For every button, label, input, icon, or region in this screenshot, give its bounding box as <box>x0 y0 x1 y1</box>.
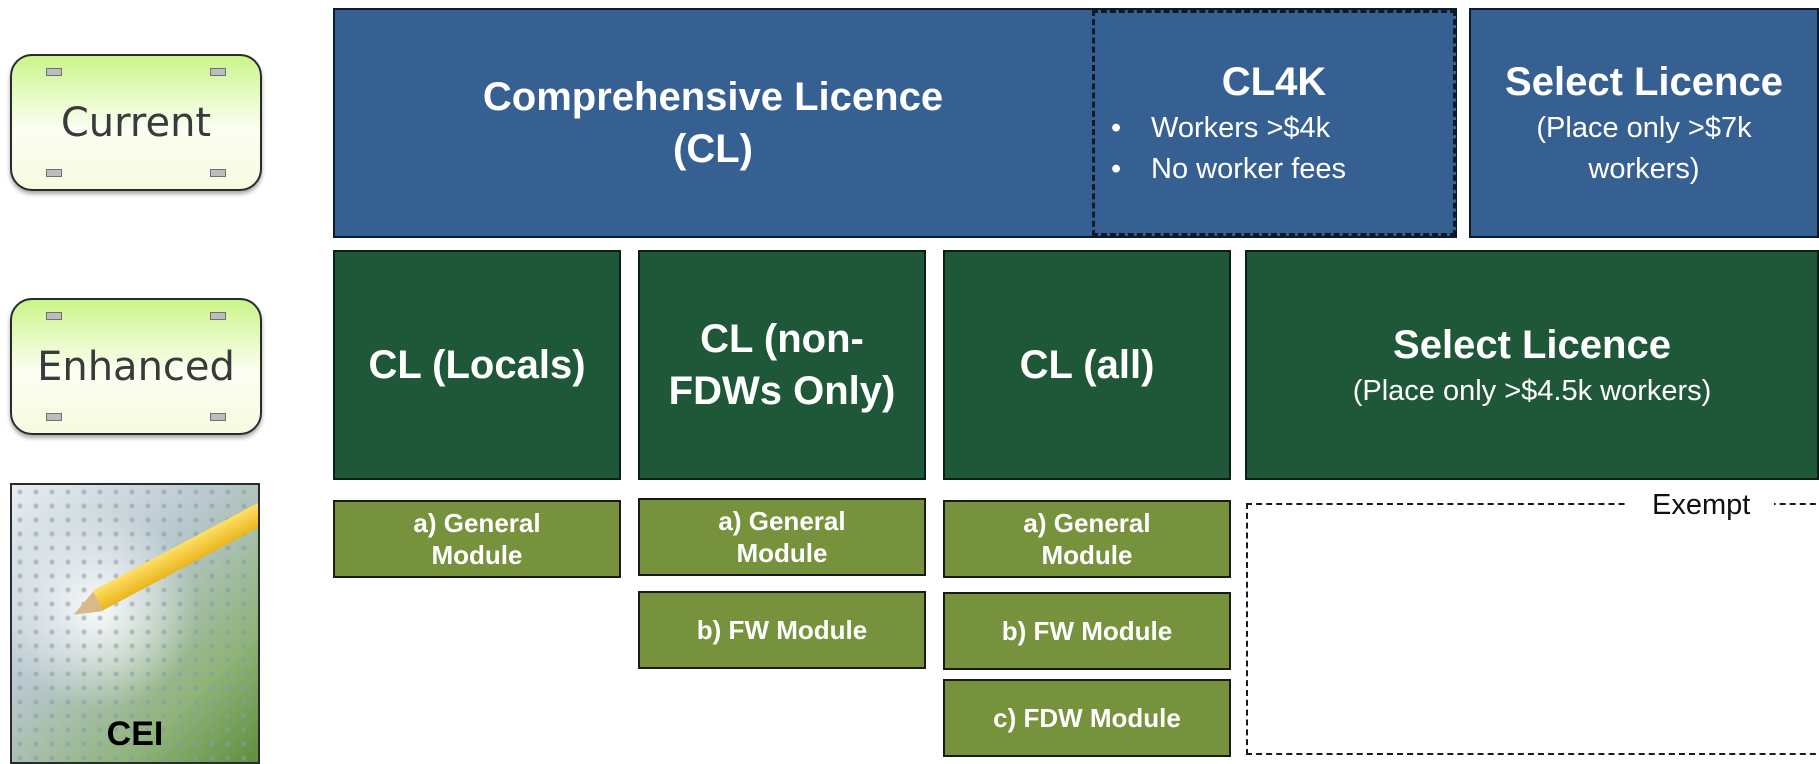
select-licence-enhanced-box: Select Licence (Place only >$4.5k worker… <box>1245 250 1819 480</box>
cl-locals-box: CL (Locals) <box>333 250 621 480</box>
module-general-locals: a) General Module <box>333 500 621 578</box>
module-general-all: a) General Module <box>943 500 1231 578</box>
select-licence-current-sub-2: workers) <box>1588 153 1700 185</box>
cl4k-bullet-list: Workers >$4k No worker fees <box>1095 108 1346 189</box>
cl-locals-title: CL (Locals) <box>368 343 586 387</box>
enhanced-label: Enhanced <box>37 343 235 390</box>
cl4k-title: CL4K <box>1221 60 1327 105</box>
exempt-region: Exempt <box>1246 489 1819 755</box>
comprehensive-licence-text: Comprehensive Licence (CL) <box>333 8 1093 238</box>
cl4k-box: CL4K Workers >$4k No worker fees <box>1092 10 1456 236</box>
select-licence-enhanced-sub: (Place only >$4.5k workers) <box>1352 374 1712 407</box>
module-fw-label: b) FW Module <box>696 614 868 645</box>
module-fdw-all: c) FDW Module <box>943 679 1231 757</box>
select-licence-current-box: Select Licence (Place only >$7k workers) <box>1469 8 1819 238</box>
module-general-line2: Module <box>431 540 523 570</box>
cl-title-line1: Comprehensive Licence <box>482 75 944 119</box>
select-licence-current-title: Select Licence <box>1505 60 1783 105</box>
module-general-line1: a) General <box>1023 507 1151 538</box>
cl4k-bullet-2: No worker fees <box>1095 149 1346 190</box>
rivet-icon <box>210 169 226 177</box>
module-fdw-label: c) FDW Module <box>993 702 1181 733</box>
rivet-icon <box>46 169 62 177</box>
enhanced-tag: Enhanced <box>10 298 262 435</box>
select-licence-current-sub-1: (Place only >$7k <box>1536 112 1752 145</box>
cl-all-box: CL (all) <box>943 250 1231 480</box>
select-licence-enhanced-title: Select Licence <box>1393 322 1671 367</box>
module-general-line2: Module <box>1041 540 1133 570</box>
module-general-line2: Module <box>736 538 828 568</box>
rivet-icon <box>46 68 62 76</box>
rivet-icon <box>210 68 226 76</box>
rivet-icon <box>210 413 226 421</box>
current-label: Current <box>60 99 212 146</box>
cei-label: CEI <box>106 715 164 753</box>
module-fw-all: b) FW Module <box>943 592 1231 670</box>
cl-non-fdw-box: CL (non- FDWs Only) <box>638 250 926 480</box>
cl-all-title: CL (all) <box>1019 343 1155 387</box>
rivet-icon <box>210 312 226 320</box>
exempt-label: Exempt <box>1628 489 1775 522</box>
cl-title-line2: (CL) <box>673 127 753 171</box>
module-general-non-fdw: a) General Module <box>638 498 926 576</box>
module-general-line1: a) General <box>718 505 846 536</box>
cl-non-fdw-line2: FDWs Only) <box>668 369 896 413</box>
rivet-icon <box>46 413 62 421</box>
current-tag: Current <box>10 54 262 191</box>
cl-non-fdw-line1: CL (non- <box>700 317 864 361</box>
module-fw-label: b) FW Module <box>1001 615 1173 646</box>
cei-image: CEI <box>10 483 260 764</box>
rivet-icon <box>46 312 62 320</box>
cl4k-bullet-1: Workers >$4k <box>1095 108 1346 149</box>
module-general-line1: a) General <box>413 507 541 538</box>
module-fw-non-fdw: b) FW Module <box>638 591 926 669</box>
